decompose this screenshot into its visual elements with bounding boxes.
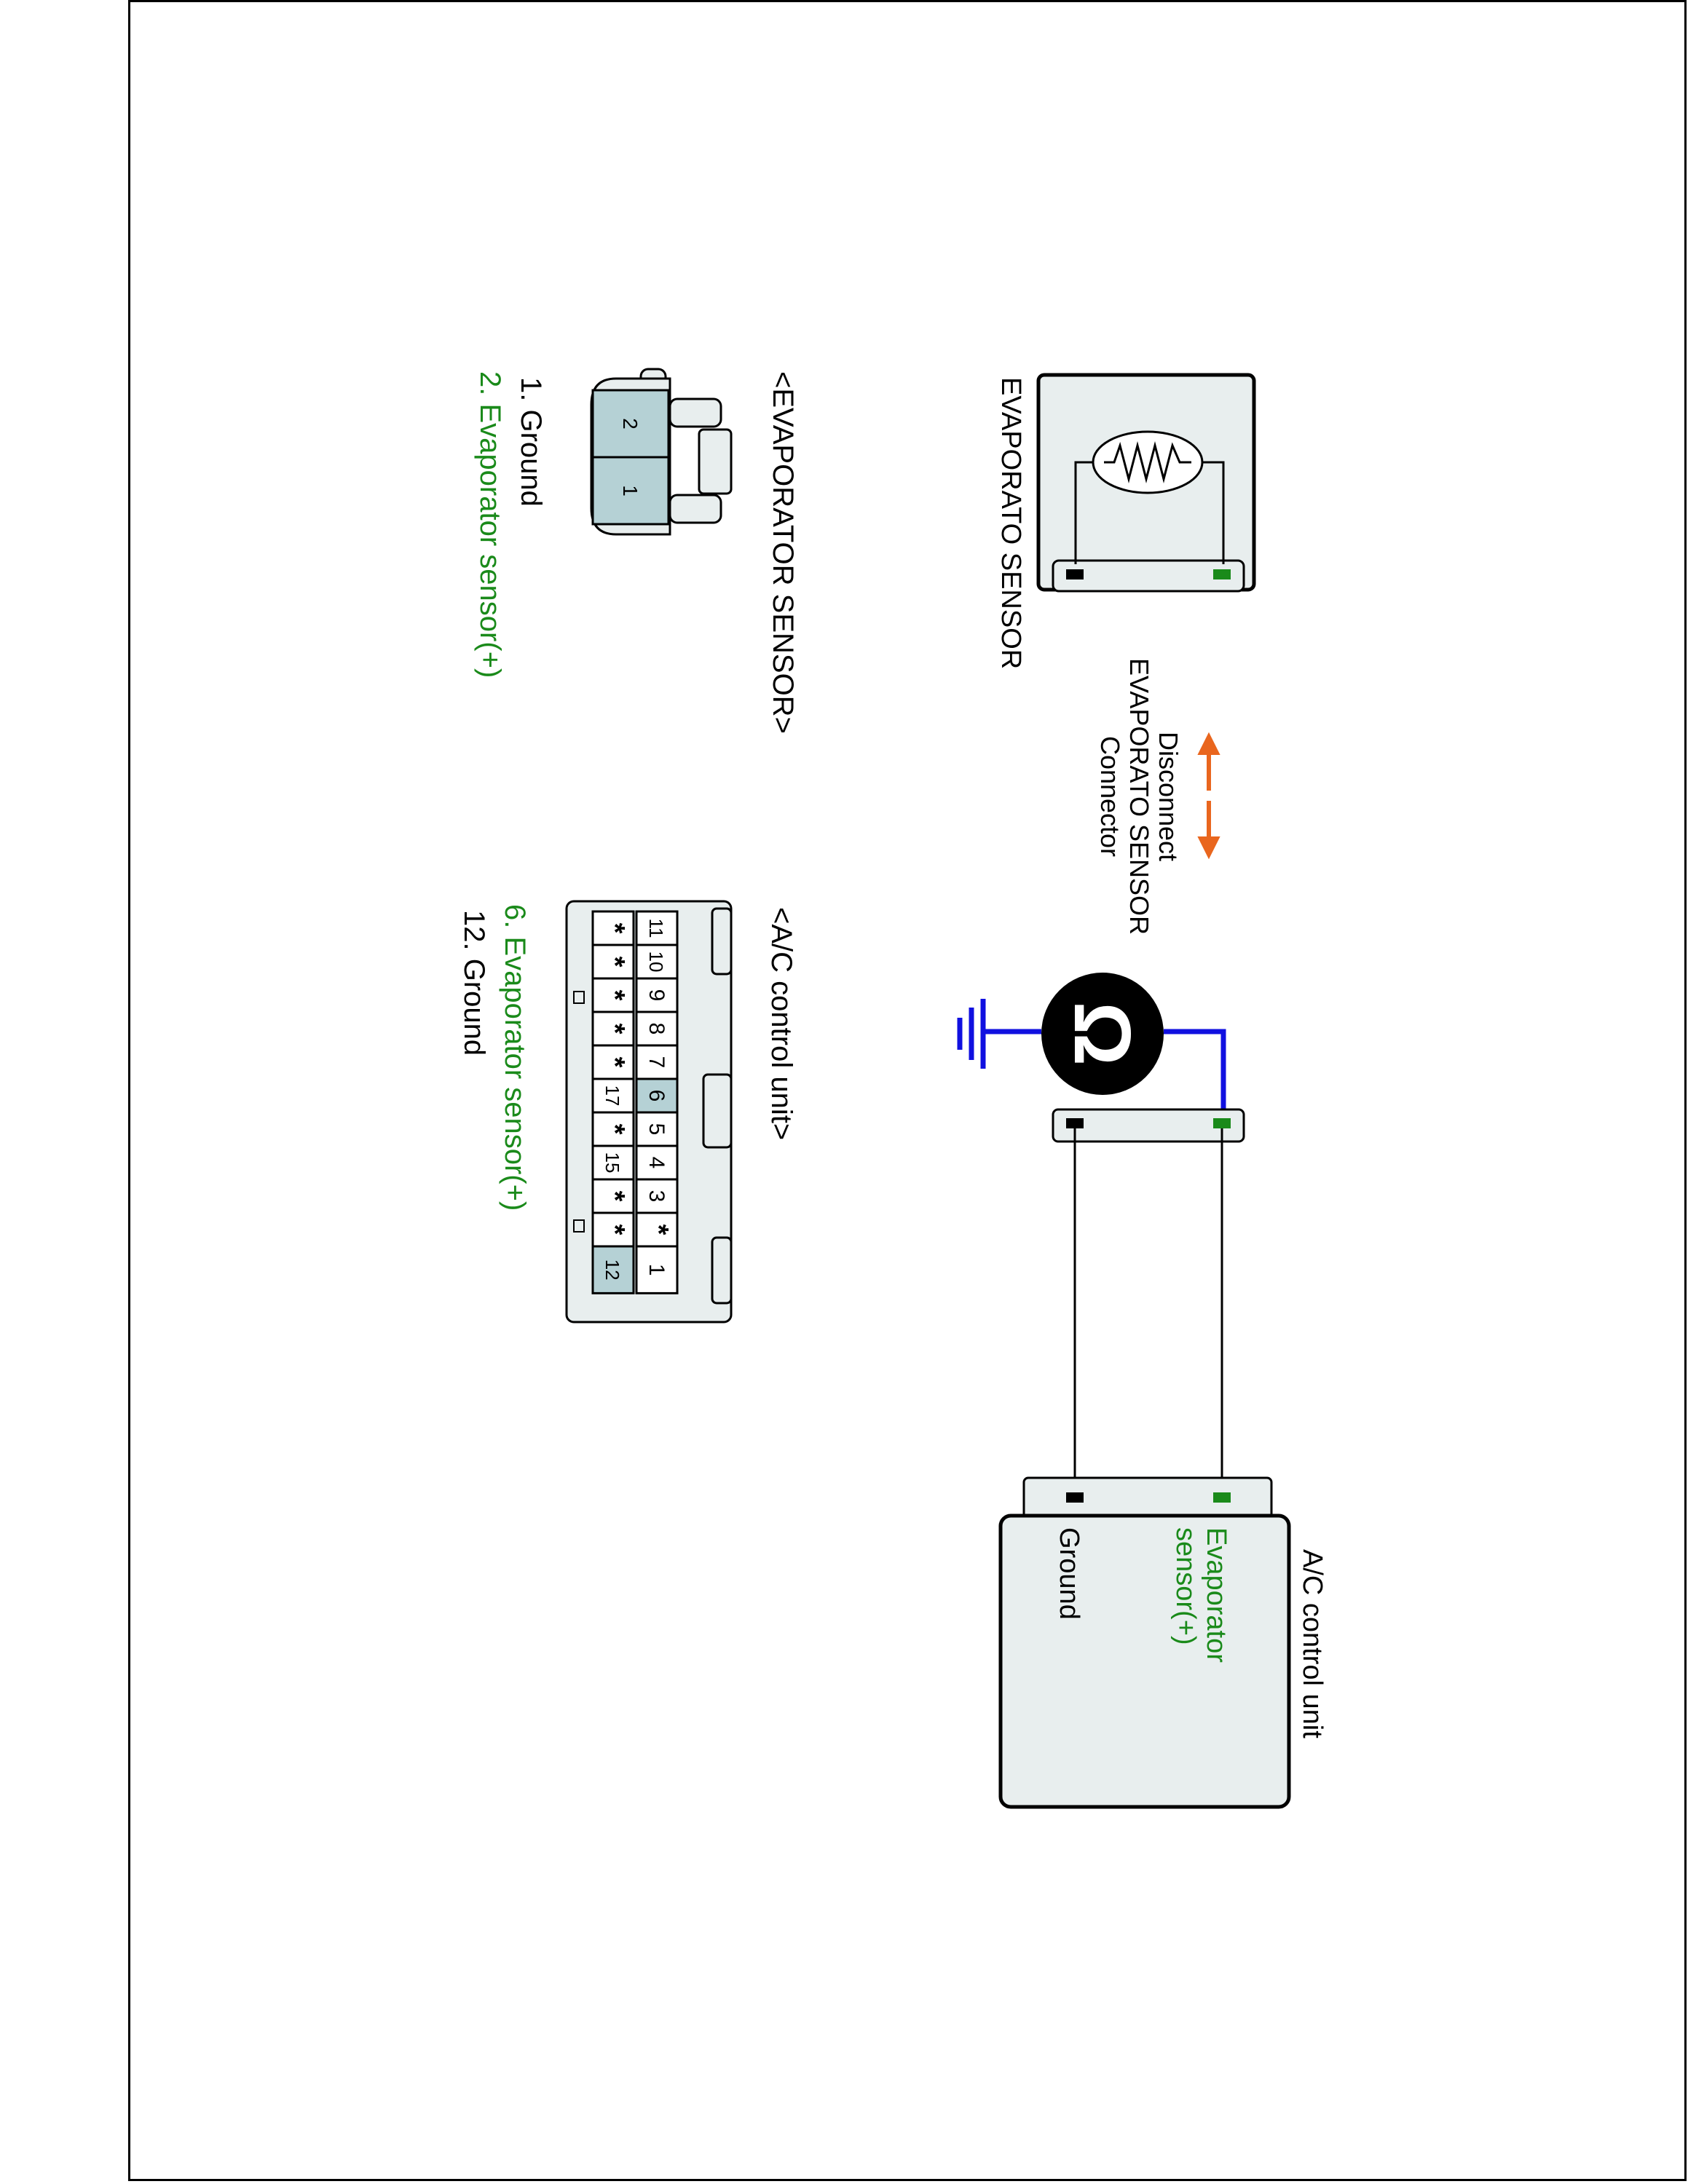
ac-bottom-pin-label: * xyxy=(599,1224,630,1235)
ac-bottom-pin-label: 12 xyxy=(602,1259,623,1281)
disconnect-line2: EVAPORATO SENSOR xyxy=(1124,658,1154,935)
ac-bottom-pin-label: 17 xyxy=(602,1085,623,1107)
ac-top-pin-cell xyxy=(635,977,679,1013)
disconnect-line3: Connector xyxy=(1095,736,1125,857)
ac-bottom-pin-label: 15 xyxy=(602,1152,623,1174)
ac-legend-2: 12. Ground xyxy=(458,910,490,1056)
ac-top-pin-label: 10 xyxy=(645,951,667,973)
ac-control-unit xyxy=(998,1476,1291,1809)
ac-connector-face: 11 10 9 8 7 6 5 4 3 * 1 * * * * * 17 * 15 * * 12 xyxy=(565,900,733,1324)
sensor-label: EVAPORATO SENSOR xyxy=(995,377,1026,669)
ac-pin-ground xyxy=(1066,1492,1084,1503)
ac-top-pin-label: 6 xyxy=(644,1090,669,1102)
evap-connector-face xyxy=(590,368,733,536)
ac-bottom-pin-cell xyxy=(591,910,635,946)
ac-bottom-pin-cell xyxy=(591,1211,635,1248)
ac-bottom-pin-cell xyxy=(591,1044,635,1080)
ac-top-pin-label: 5 xyxy=(644,1123,669,1136)
ac-bottom-pin-label: * xyxy=(599,1124,630,1135)
ac-top-pin-label: 1 xyxy=(644,1264,669,1276)
page-border xyxy=(128,0,1687,2181)
ac-bottom-pin-cell xyxy=(591,1245,635,1294)
ac-top-pin-label: 4 xyxy=(644,1157,669,1169)
resistor-icon xyxy=(1092,430,1204,494)
evap-legend-1: 1. Ground xyxy=(515,377,547,507)
evaporator-sensor xyxy=(1036,373,1256,593)
disconnect-line1: Disconnect xyxy=(1153,732,1183,861)
sensor-pin-ground xyxy=(1066,569,1084,579)
ac-top-pin-label: * xyxy=(643,1224,674,1235)
ac-top-pin-cell xyxy=(635,1178,679,1214)
ac-pin-ground-label: Ground xyxy=(1054,1527,1084,1620)
ac-bottom-pin-cell xyxy=(591,943,635,980)
ground-icon xyxy=(957,999,986,1069)
ac-bottom-pin-label: * xyxy=(599,1057,630,1068)
sensor-pin-signal xyxy=(1213,569,1231,579)
ac-connector-grid: 11 10 9 8 7 6 5 4 3 * 1 * * * * * 17 * 15 * * 12 xyxy=(591,910,679,1294)
ac-bottom-pin-cell xyxy=(591,1178,635,1214)
ac-top-pin-label: 3 xyxy=(644,1190,669,1203)
ac-bottom-pin-label: * xyxy=(599,1191,630,1202)
ac-bottom-pin-label: * xyxy=(599,1024,630,1034)
ac-unit-title: A/C control unit xyxy=(1297,1549,1328,1738)
ac-top-pin-cell xyxy=(635,1245,679,1294)
ac-top-pin-label: 7 xyxy=(644,1056,669,1069)
disconnect-arrows xyxy=(1197,732,1220,860)
harness-connector xyxy=(1052,1108,1245,1485)
ac-bottom-pin-cell xyxy=(591,1111,635,1147)
ac-top-pin-cell xyxy=(635,910,679,946)
ohmmeter: Ω xyxy=(982,973,1226,1112)
ac-top-pin-label: 11 xyxy=(645,919,667,938)
ac-pin-signal xyxy=(1213,1492,1231,1503)
ac-top-pin-label: 9 xyxy=(644,989,669,1002)
evap-pin-2: 2 xyxy=(619,418,642,430)
ac-top-pin-cell xyxy=(635,1211,679,1248)
evap-pin-1: 1 xyxy=(619,485,642,496)
ac-bottom-pin-cell xyxy=(591,1010,635,1047)
ac-bottom-pin-label: * xyxy=(599,990,630,1001)
ac-top-pin-label: 8 xyxy=(644,1023,669,1035)
ac-legend-1: 6. Evaporator sensor(+) xyxy=(499,904,531,1211)
evap-legend-2: 2. Evaporator sensor(+) xyxy=(474,371,506,678)
ac-connector-title: <A/C control unit> xyxy=(765,907,797,1140)
ac-bottom-pin-label: * xyxy=(599,957,630,968)
evap-connector-title: <EVAPORATOR SENSOR> xyxy=(767,371,799,734)
ac-bottom-pin-label: * xyxy=(599,923,630,934)
ohm-symbol: Ω xyxy=(1057,1002,1147,1066)
ac-top-pin-cell xyxy=(635,1044,679,1080)
ac-pin-sensor-line2: sensor(+) xyxy=(1170,1527,1201,1645)
ac-pin-sensor-line1: Evaporator xyxy=(1201,1527,1231,1663)
